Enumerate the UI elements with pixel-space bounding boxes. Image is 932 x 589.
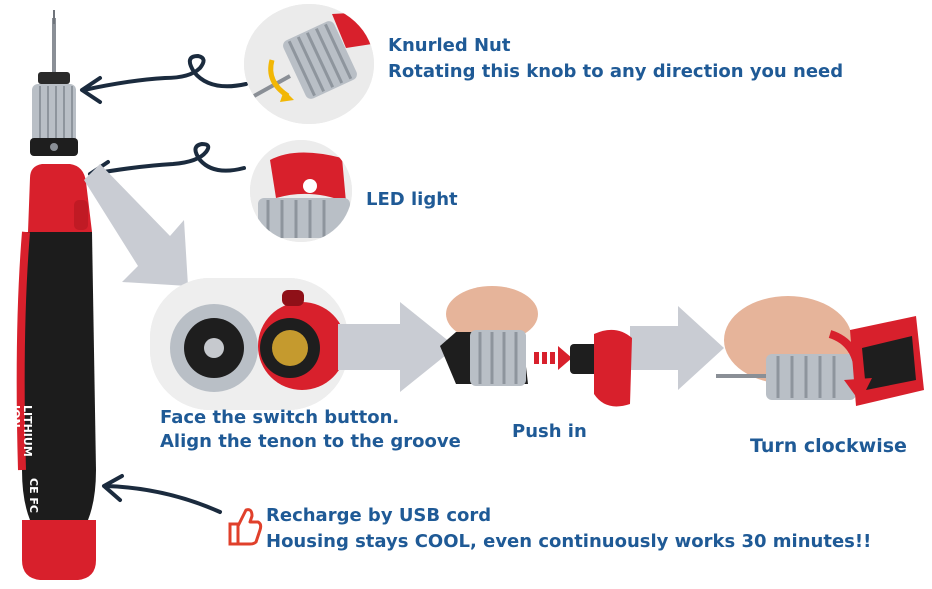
knurled-nut-closeup-image [244, 4, 374, 124]
certification-text: CE FC [27, 478, 40, 514]
step-push-in-label: Push in [512, 421, 587, 442]
pointer-arrow-recharge [102, 474, 222, 514]
led-light-title: LED light [366, 189, 458, 210]
led-light-closeup-image [250, 140, 352, 242]
diagonal-gray-arrow [84, 164, 188, 286]
thumbs-up-icon [228, 508, 263, 546]
step-push-in-image [436, 284, 636, 414]
knurled-nut-title: Knurled Nut [388, 35, 511, 56]
brand-line1: LITHIUM [21, 405, 34, 457]
recharge-title: Recharge by USB cord [266, 505, 492, 526]
knurled-nut-description: Rotating this knob to any direction you … [388, 61, 844, 82]
step-turn-clockwise-image [712, 290, 928, 430]
tool-brand-marking: LITHIUM [21, 405, 34, 457]
step-turn-clockwise-label: Turn clockwise [750, 435, 907, 457]
tool-brand-marking-2: ION [9, 405, 22, 428]
recharge-description: Housing stays COOL, even continuously wo… [266, 531, 872, 552]
soldering-pen-illustration [16, 10, 96, 580]
pointer-arrow-knurled-nut [80, 53, 248, 104]
brand-line2: ION [9, 405, 22, 428]
certification-marking: CE FC [27, 478, 40, 513]
step-align-line2: Align the tenon to the groove [160, 431, 461, 452]
step-arrow-2 [630, 306, 724, 390]
step-align-image [150, 278, 348, 410]
step-arrow-1 [338, 302, 456, 392]
step-align-line1: Face the switch button. [160, 407, 400, 428]
